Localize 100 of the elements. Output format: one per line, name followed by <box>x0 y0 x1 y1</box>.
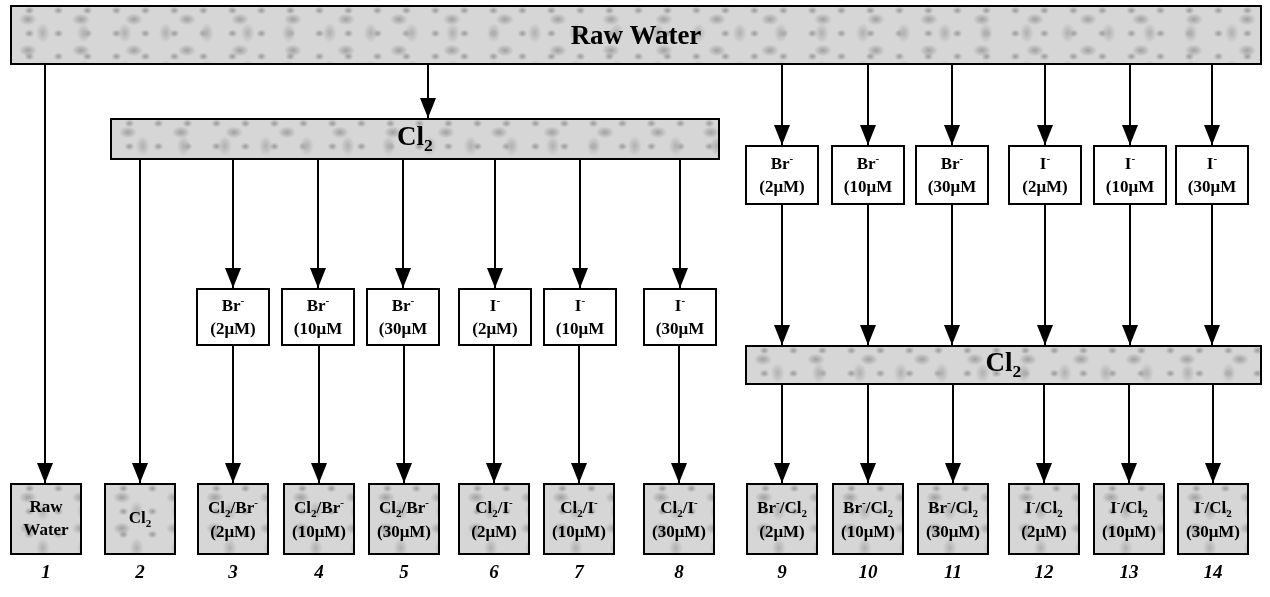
arrow <box>311 345 327 484</box>
sample-number: 11 <box>943 561 963 583</box>
arrow <box>420 64 436 119</box>
sample-box <box>283 483 355 555</box>
sample-number: 7 <box>573 561 586 583</box>
arrow <box>37 64 53 484</box>
additive-box <box>1008 145 1082 205</box>
box-label: I$^{-}$ (10μM <box>554 293 606 340</box>
treatment-band <box>10 5 1262 65</box>
box-label: Cl$_{2}$/I$^{-}$ (30μM) <box>651 494 707 543</box>
additive-box <box>1093 145 1167 205</box>
additive-box <box>281 288 355 346</box>
sample-box <box>368 483 440 555</box>
box-label: Br$^{-}$/Cl$_{2}$ (2μM) <box>756 494 808 543</box>
sample-box <box>197 483 269 555</box>
sample-box <box>643 483 715 555</box>
additive-box <box>543 288 617 346</box>
sample-number: 2 <box>134 561 146 583</box>
box-label: I$^{-}$/Cl$_{2}$ (2μM) <box>1020 494 1068 543</box>
arrow <box>774 204 790 346</box>
box-label: Br$^{-}$/Cl$_{2}$ (30μM) <box>925 494 981 543</box>
sample-box <box>832 483 904 555</box>
arrow <box>225 345 241 484</box>
arrow <box>860 64 876 146</box>
sample-number: 13 <box>1118 561 1140 583</box>
arrow <box>225 159 241 289</box>
arrow <box>860 204 876 346</box>
box-label: Br$^{-}$ (30μM <box>377 293 429 340</box>
sample-box <box>917 483 989 555</box>
arrow <box>774 384 790 484</box>
sample-number: 1 <box>40 561 52 583</box>
arrow <box>487 159 503 289</box>
arrow <box>396 345 412 484</box>
arrow <box>671 345 687 484</box>
box-label: Br$^{-}$ (2μM) <box>209 293 257 340</box>
box-label: Cl$_{2}$ <box>985 347 1022 383</box>
additive-box <box>915 145 989 205</box>
arrow <box>1036 384 1052 484</box>
box-label: Cl$_{2}$/I$^{-}$ (2μM) <box>470 494 518 543</box>
sample-box <box>1008 483 1080 555</box>
box-label: I$^{-}$ (30μM <box>654 293 706 340</box>
box-label: Cl$_{2}$/Br$^{-}$ (2μM) <box>207 494 259 543</box>
box-label: Cl$_{2}$ <box>128 506 152 532</box>
treatment-band <box>110 118 720 160</box>
sample-number: 4 <box>313 561 325 583</box>
box-label: Br$^{-}$ (10μM <box>292 293 344 340</box>
box-label: Raw Water <box>22 496 70 541</box>
arrow <box>1205 384 1221 484</box>
sample-box <box>104 483 176 555</box>
box-label: Cl$_{2}$/I$^{-}$ (10μM) <box>551 494 607 543</box>
box-label: Cl$_{2}$/Br$^{-}$ (10μM) <box>291 494 347 543</box>
sample-number: 14 <box>1202 561 1224 583</box>
arrow <box>132 159 148 484</box>
arrow <box>1204 64 1220 146</box>
box-label: I$^{-}$ (2μM) <box>471 293 519 340</box>
arrow <box>944 64 960 146</box>
arrow <box>672 159 688 289</box>
box-label: Br$^{-}$ (10μM <box>842 151 894 198</box>
sample-number: 9 <box>776 561 788 583</box>
sample-box <box>543 483 615 555</box>
sample-number: 5 <box>398 561 410 583</box>
arrow <box>1037 204 1053 346</box>
box-label: Br$^{-}$/Cl$_{2}$ (10μM) <box>840 494 896 543</box>
additive-box <box>831 145 905 205</box>
arrow <box>774 64 790 146</box>
box-label: Raw Water <box>570 19 702 51</box>
additive-box <box>366 288 440 346</box>
arrow <box>310 159 326 289</box>
arrow <box>1122 204 1138 346</box>
arrow <box>944 204 960 346</box>
sample-number: 6 <box>488 561 500 583</box>
arrow <box>1121 384 1137 484</box>
treatment-band <box>745 345 1262 385</box>
arrow <box>860 384 876 484</box>
box-label: Cl$_{2}$ <box>397 121 433 157</box>
additive-box <box>196 288 270 346</box>
box-label: Cl$_{2}$/Br$^{-}$ (30μM) <box>376 494 432 543</box>
additive-box <box>1175 145 1249 205</box>
sample-number: 8 <box>673 561 685 583</box>
additive-box <box>643 288 717 346</box>
additive-box <box>745 145 819 205</box>
arrow <box>571 345 587 484</box>
sample-box <box>10 483 82 555</box>
arrow <box>1122 64 1138 146</box>
box-label: I$^{-}$ (10μM <box>1104 151 1156 198</box>
sample-box <box>1177 483 1249 555</box>
box-label: Br$^{-}$ (2μM) <box>758 151 806 198</box>
sample-box <box>1093 483 1165 555</box>
sample-number: 10 <box>857 561 879 583</box>
sample-box <box>458 483 530 555</box>
box-label: I$^{-}$/Cl$_{2}$ (30μM) <box>1185 494 1241 543</box>
arrow <box>1037 64 1053 146</box>
arrow <box>572 159 588 289</box>
sample-number: 3 <box>227 561 239 583</box>
sample-number: 12 <box>1033 561 1055 583</box>
arrow <box>1204 204 1220 346</box>
arrow <box>486 345 502 484</box>
box-label: I$^{-}$ (2μM) <box>1021 151 1069 198</box>
additive-box <box>458 288 532 346</box>
box-label: Br$^{-}$ (30μM <box>926 151 978 198</box>
